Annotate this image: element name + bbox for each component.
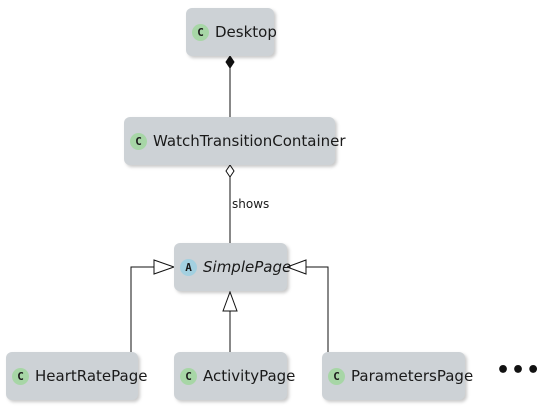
class-badge-icon: C [12, 367, 29, 385]
composition-diamond [225, 55, 235, 69]
inheritance-arrow-parameters [285, 259, 307, 275]
class-node-desktop[interactable]: C Desktop [186, 8, 277, 56]
class-node-activity-page[interactable]: C ActivityPage [174, 352, 295, 400]
class-badge-icon: C [192, 23, 209, 41]
class-name: ActivityPage [203, 367, 296, 385]
inheritance-arrow-heartrate [153, 259, 176, 275]
class-badge-icon: C [130, 132, 147, 150]
class-name: Desktop [215, 23, 277, 41]
class-node-heart-rate-page[interactable]: C HeartRatePage [6, 352, 147, 400]
inheritance-arrow-activity [222, 290, 238, 312]
aggregation-diamond [225, 164, 235, 178]
inheritance-edge-parameters [306, 266, 329, 352]
class-name: SimplePage [203, 258, 292, 276]
abstract-badge-icon: A [180, 258, 197, 276]
class-badge-icon: C [328, 367, 345, 385]
class-node-parameters-page[interactable]: C ParametersPage [322, 352, 473, 400]
class-badge-icon: C [180, 367, 197, 385]
edge-label-shows: shows [232, 197, 270, 211]
abstract-node-simple-page[interactable]: A SimplePage [174, 243, 291, 291]
class-name: HeartRatePage [35, 367, 148, 385]
class-name: ParametersPage [351, 367, 474, 385]
class-name: WatchTransitionContainer [153, 132, 346, 150]
class-node-watch-transition-container[interactable]: C WatchTransitionContainer [124, 117, 346, 165]
more-items-indicator: ••• [496, 358, 542, 383]
inheritance-edge-heartrate [130, 266, 154, 352]
